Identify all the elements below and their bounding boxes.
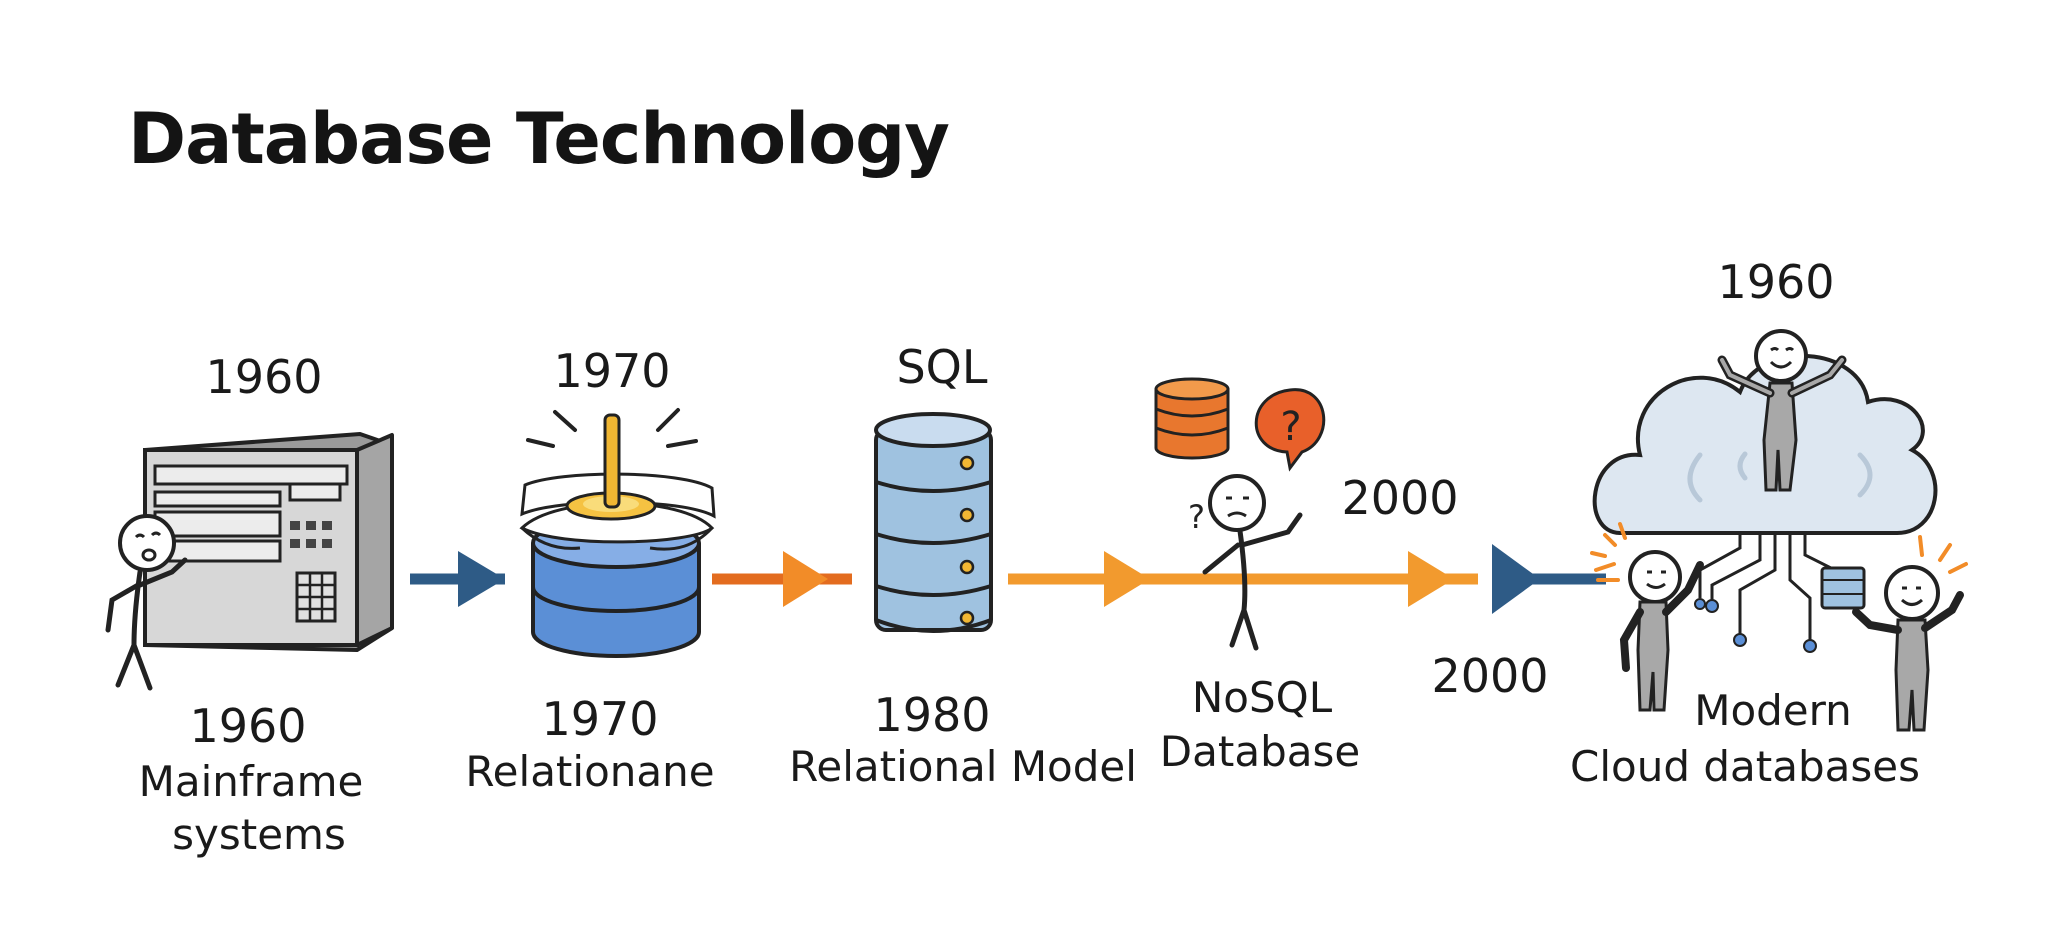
- stage-3-labels: SQL 1980 Relational Model: [789, 340, 1137, 791]
- svg-text:?: ?: [1188, 498, 1205, 536]
- cloud-database-icon: [1590, 329, 1968, 732]
- stage-1-caption-line-2: systems: [172, 810, 346, 859]
- arrow-4: [1492, 544, 1620, 614]
- stage-2-caption-line-1: Relationane: [465, 747, 714, 796]
- stage-1-labels: 1960 1960 Mainframe systems: [139, 350, 364, 859]
- stage-2-year: 1970: [541, 692, 658, 746]
- stage-5-year: 2000: [1431, 649, 1548, 703]
- svg-text:?: ?: [1280, 404, 1301, 450]
- stage-4-labels: 2000 NoSQL Database: [1160, 471, 1459, 776]
- sql-server-stack-icon: [874, 412, 993, 633]
- stage-4-top-label: 2000: [1341, 471, 1458, 525]
- stage-2-top-label: 1970: [553, 344, 670, 398]
- stage-5-labels: 1960 2000 Modern Cloud databases: [1431, 255, 1920, 791]
- stage-3-year: 1980: [873, 688, 990, 742]
- stage-2-labels: 1970 1970 Relationane: [465, 344, 714, 796]
- stage-4-caption-line-1: NoSQL: [1192, 673, 1333, 722]
- database-stack-icon: [1154, 377, 1230, 460]
- mini-server-icon: [1820, 566, 1866, 610]
- stage-1-year: 1960: [189, 699, 306, 753]
- question-bubble-icon: ?: [1254, 388, 1326, 472]
- arrow-1: [410, 551, 505, 607]
- stage-4-caption-line-2: Database: [1160, 727, 1360, 776]
- stage-5-caption-line-1: Modern: [1694, 686, 1852, 735]
- confused-person-icon: ? ?: [1154, 377, 1326, 651]
- stage-5-caption-line-2: Cloud databases: [1570, 742, 1920, 791]
- stage-3-top-label: SQL: [896, 340, 987, 394]
- relational-database-icon: [519, 408, 716, 658]
- stage-3-caption-line-1: Relational Model: [789, 742, 1137, 791]
- page-title: Database Technology: [128, 98, 950, 180]
- network-lines: [1698, 533, 1847, 640]
- timeline-arrows: [410, 544, 1620, 614]
- mainframe-computer-icon: [105, 432, 394, 691]
- arrow-2: [712, 551, 852, 607]
- stage-1-caption-line-1: Mainframe: [139, 757, 364, 806]
- stage-1-top-label: 1960: [205, 350, 322, 404]
- stage-5-top-label: 1960: [1717, 255, 1834, 309]
